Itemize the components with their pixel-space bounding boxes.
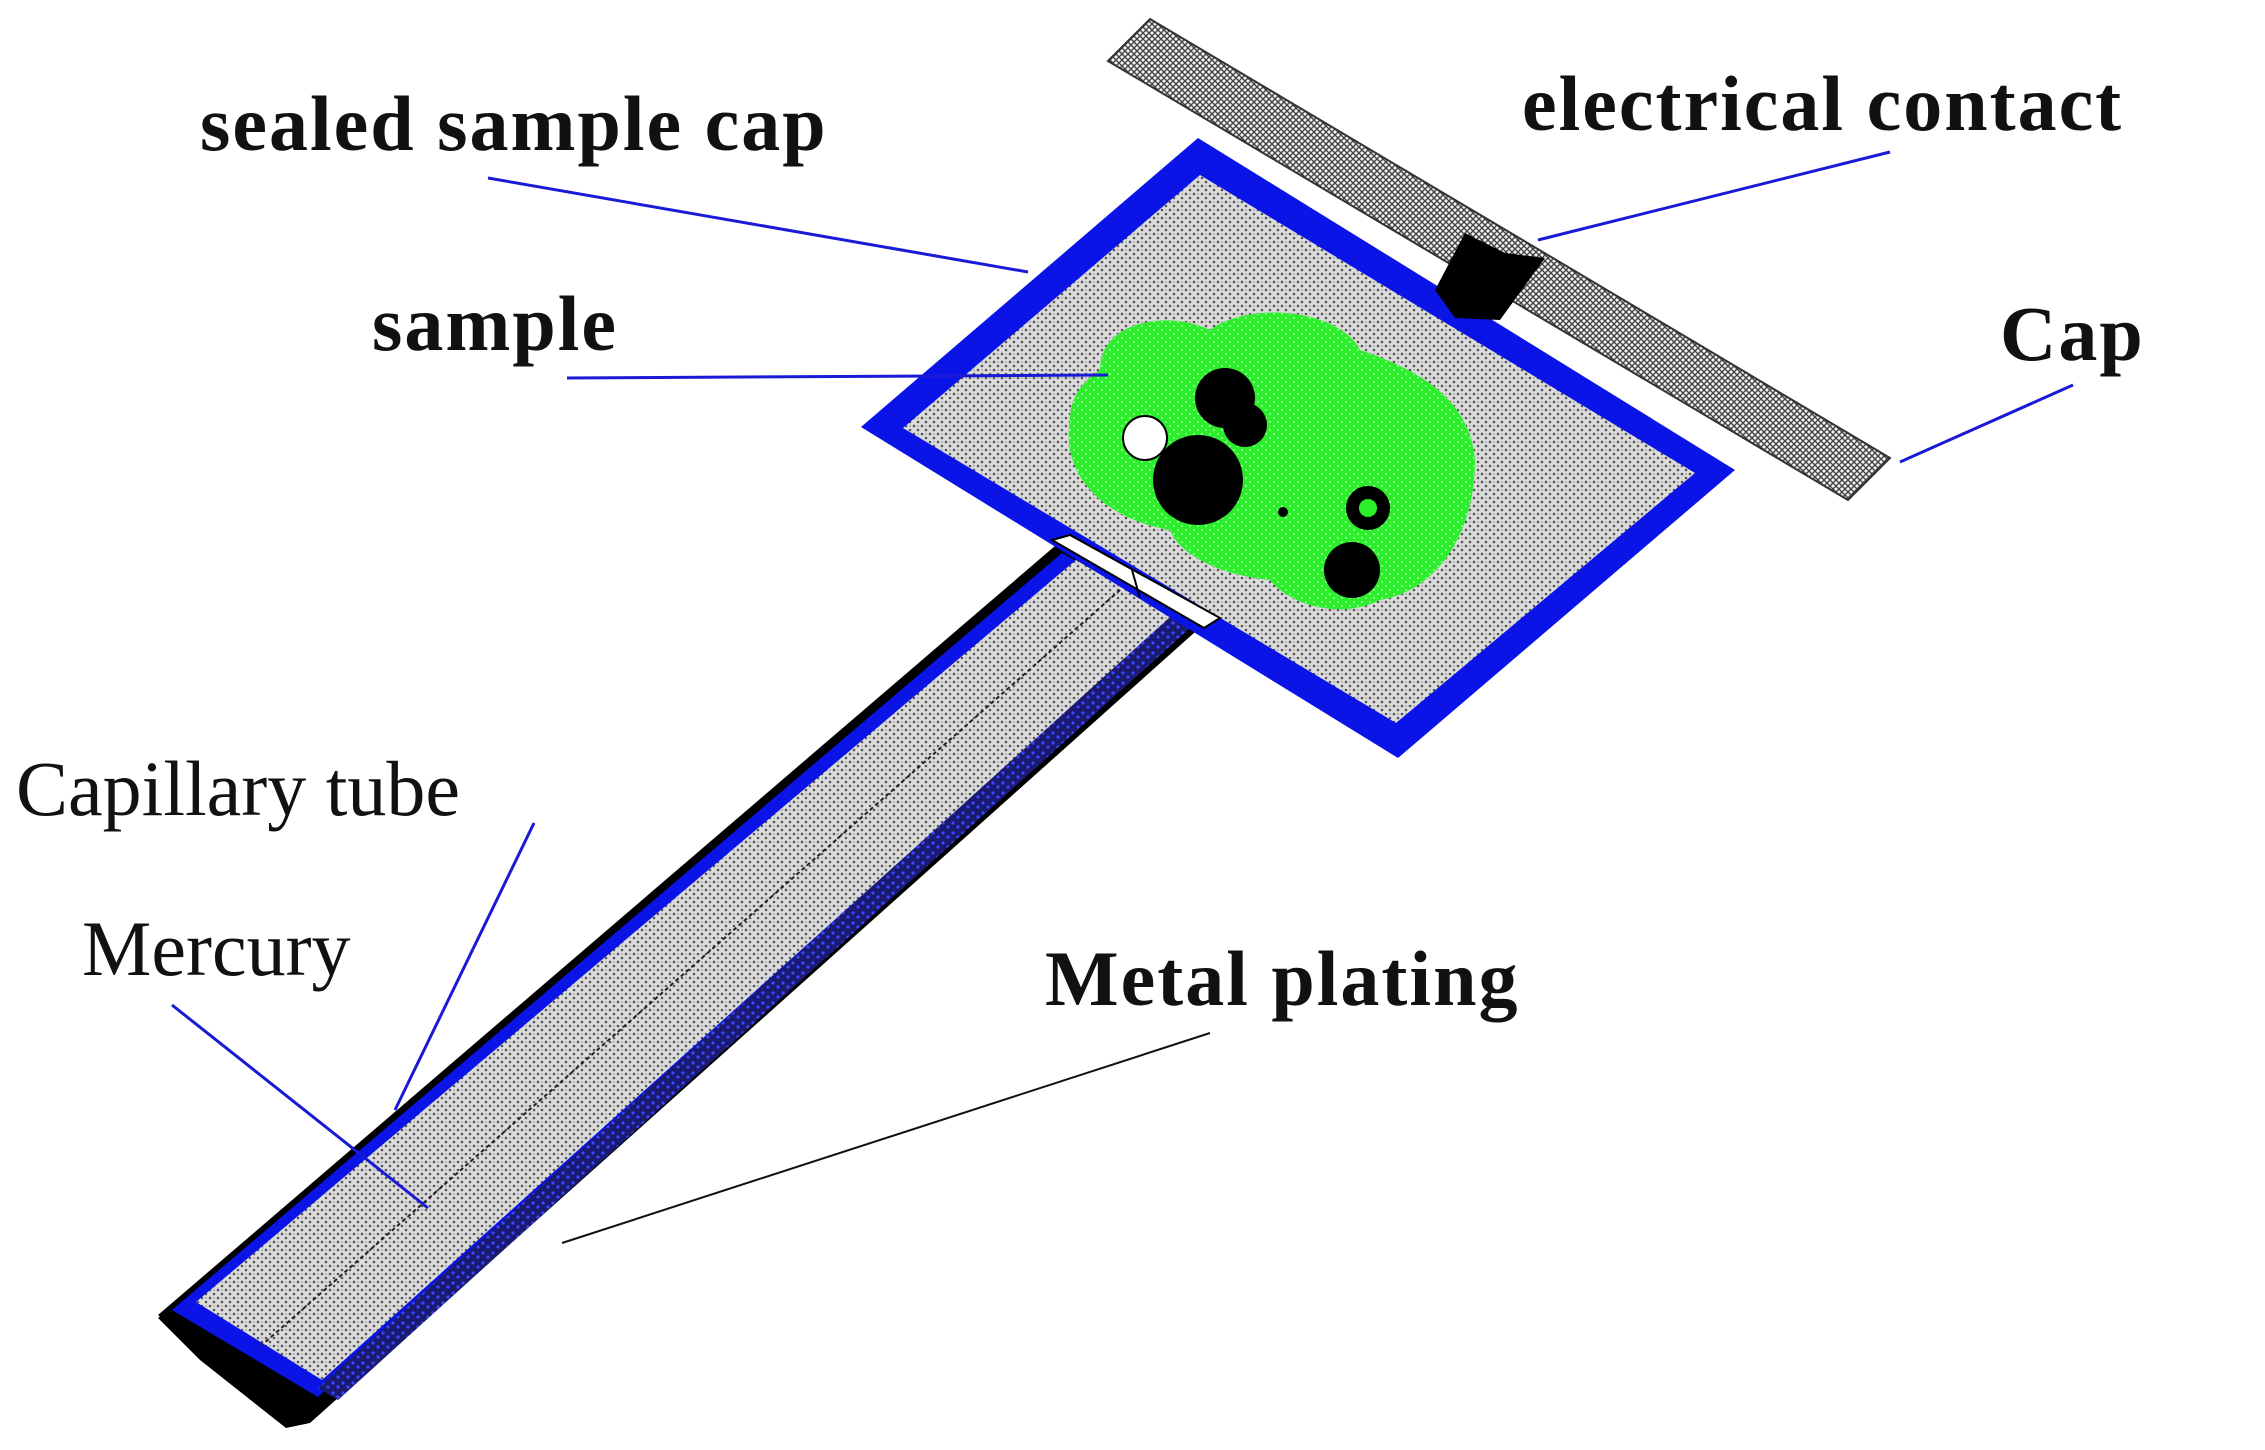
- particle: [1223, 403, 1267, 447]
- leader-lines-metal: [561, 1032, 1211, 1244]
- leader-lines: [171, 150, 2074, 1210]
- label-metal-plating: Metal plating: [1045, 935, 1519, 1022]
- label-electrical-contact: electrical contact: [1522, 60, 2123, 147]
- particle: [1324, 542, 1380, 598]
- label-cap: Cap: [2000, 290, 2145, 377]
- metal-plating-inner: [318, 617, 1190, 1400]
- leader-cap: [1899, 383, 2074, 464]
- leader-mercury: [171, 1003, 429, 1210]
- label-capillary-tube: Capillary tube: [16, 745, 460, 832]
- leader-sealed-cap: [487, 176, 1029, 274]
- capillary-interior: [196, 560, 1172, 1380]
- particle: [1122, 415, 1168, 461]
- label-mercury: Mercury: [82, 905, 351, 992]
- sample-blob: [1068, 312, 1475, 610]
- leader-electrical-contact: [1537, 150, 1891, 242]
- particle: [1153, 435, 1243, 525]
- leader-metal-plating: [561, 1032, 1211, 1244]
- particle: [1278, 507, 1288, 517]
- particle: [1359, 499, 1377, 517]
- leader-sample: [566, 373, 1109, 380]
- leader-capillary: [393, 822, 536, 1111]
- label-sample: sample: [372, 280, 618, 367]
- electrical-contact: [1435, 233, 1545, 320]
- label-sealed-sample-cap: sealed sample cap: [200, 80, 828, 167]
- mercury-column-line: [261, 589, 1121, 1346]
- stem-end-cap: [158, 1310, 310, 1428]
- capillary-stem: [158, 540, 1204, 1428]
